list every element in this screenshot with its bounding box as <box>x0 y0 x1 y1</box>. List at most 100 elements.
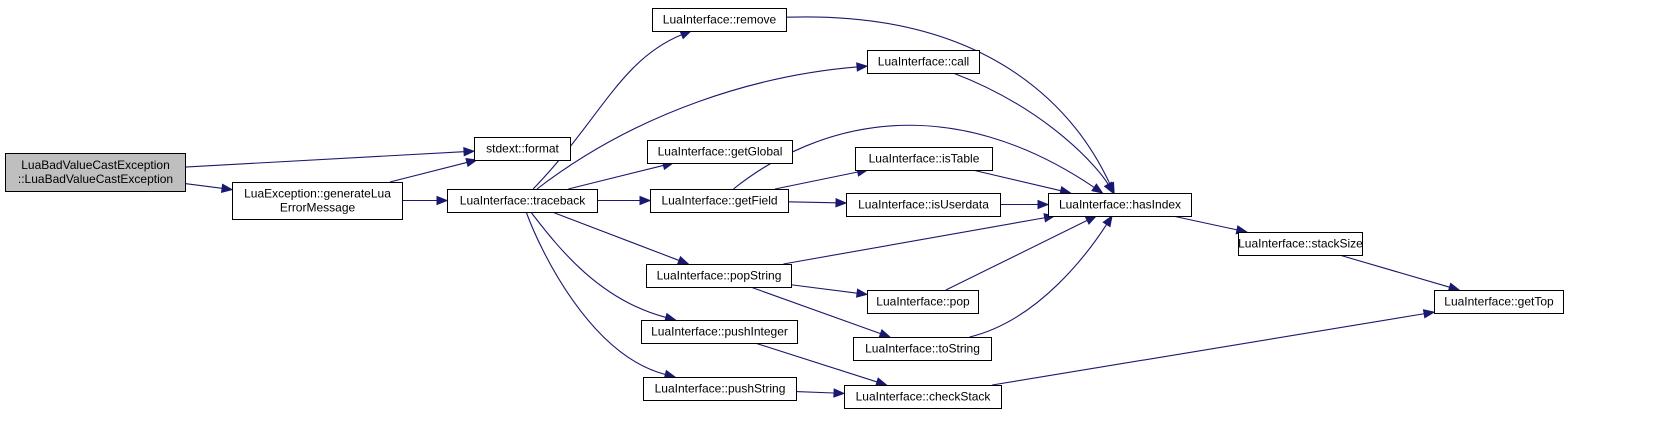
node-checkStack[interactable]: LuaInterface::checkStack <box>844 385 1002 409</box>
edge-ctor-to-genmsg <box>184 183 223 189</box>
edge-pop-to-hasIndex <box>945 219 1088 291</box>
edge-toString-to-hasIndex <box>969 224 1108 338</box>
edge-checkStack-to-getTop <box>992 313 1425 386</box>
node-call[interactable]: LuaInterface::call <box>867 50 980 74</box>
arrowhead-icon <box>878 328 892 338</box>
node-label: LuaInterface::stackSize <box>1238 237 1363 251</box>
edge-getField-to-isUserdata <box>787 201 837 204</box>
arrowhead-icon <box>436 195 449 206</box>
node-label: LuaInterface::pop <box>876 295 970 309</box>
node-remove[interactable]: LuaInterface::remove <box>652 8 787 32</box>
arrowhead-icon <box>1102 214 1113 228</box>
node-label: LuaInterface::call <box>878 55 969 69</box>
node-box[interactable] <box>650 189 789 213</box>
node-label: LuaBadValueCastException <box>21 158 170 172</box>
node-box[interactable] <box>1048 193 1192 217</box>
edge-stackSize-to-getTop <box>1339 254 1450 288</box>
node-label: LuaInterface::isTable <box>869 152 980 166</box>
node-box[interactable] <box>232 182 403 220</box>
edge-ctor-to-format <box>184 151 465 168</box>
arrowhead-icon <box>639 195 652 206</box>
arrowhead-icon <box>855 288 869 298</box>
node-traceback[interactable]: LuaInterface::traceback <box>447 189 598 213</box>
node-box[interactable] <box>647 140 793 164</box>
arrowhead-icon <box>1447 282 1461 292</box>
node-pop[interactable]: LuaInterface::pop <box>867 290 979 314</box>
edge-traceback-to-pushString <box>525 211 666 376</box>
edge-popString-to-pop <box>790 284 858 294</box>
edge-hasIndex-to-stackSize <box>1172 215 1238 231</box>
node-getGlobal[interactable]: LuaInterface::getGlobal <box>647 140 793 164</box>
arrowhead-icon <box>875 377 888 387</box>
arrowhead-icon <box>833 388 846 398</box>
arrowhead-icon <box>856 62 869 72</box>
edge-traceback-to-remove <box>532 34 682 190</box>
node-label: stdext::format <box>486 142 559 156</box>
node-stackSize[interactable]: LuaInterface::stackSize <box>1238 232 1363 256</box>
arrowhead-icon <box>679 30 693 40</box>
node-layer: LuaBadValueCastException::LuaBadValueCas… <box>5 8 1564 409</box>
node-box[interactable] <box>846 193 1001 217</box>
node-box[interactable] <box>844 385 1002 409</box>
node-toString[interactable]: LuaInterface::toString <box>853 337 992 361</box>
arrowhead-icon <box>676 255 690 265</box>
arrowhead-icon <box>220 183 234 193</box>
node-label: LuaInterface::pushInteger <box>651 325 788 339</box>
node-box[interactable] <box>853 337 992 361</box>
node-label: ::LuaBadValueCastException <box>18 172 173 186</box>
node-box[interactable] <box>643 377 797 401</box>
arrowhead-icon <box>465 157 478 168</box>
edge-pushString-to-checkStack <box>795 390 835 394</box>
node-label: LuaInterface::traceback <box>460 194 586 208</box>
node-box[interactable] <box>652 8 787 32</box>
node-box[interactable] <box>1238 232 1363 256</box>
node-label: LuaInterface::getGlobal <box>658 145 783 159</box>
node-label: LuaInterface::remove <box>663 13 777 27</box>
node-isTable[interactable]: LuaInterface::isTable <box>855 147 993 171</box>
node-label: LuaInterface::hasIndex <box>1059 198 1181 212</box>
node-label: LuaInterface::getTop <box>1444 295 1554 309</box>
node-popString[interactable]: LuaInterface::popString <box>646 264 792 288</box>
edge-pushInteger-to-checkStack <box>754 342 878 383</box>
edge-remove-to-hasIndex <box>785 16 1111 185</box>
edge-popString-to-hasIndex <box>783 217 1045 265</box>
node-label: LuaInterface::toString <box>865 342 980 356</box>
node-getField[interactable]: LuaInterface::getField <box>650 189 789 213</box>
node-label: LuaInterface::isUserdata <box>858 198 989 212</box>
edge-genmsg-to-format <box>389 161 468 183</box>
node-label: LuaInterface::getField <box>661 194 777 208</box>
node-box[interactable] <box>641 320 798 344</box>
node-isUserdata[interactable]: LuaInterface::isUserdata <box>846 193 1001 217</box>
node-label: LuaInterface::checkStack <box>856 390 992 404</box>
node-label: LuaException::generateLua <box>244 187 391 201</box>
arrowhead-icon <box>1037 199 1050 210</box>
node-box[interactable] <box>447 189 598 213</box>
node-box[interactable] <box>855 147 993 171</box>
arrowhead-icon <box>835 198 848 208</box>
node-box[interactable] <box>867 50 980 74</box>
arrowhead-icon <box>463 146 476 157</box>
edge-isTable-to-hasIndex <box>972 169 1061 192</box>
node-label: ErrorMessage <box>280 201 356 215</box>
edge-layer <box>184 16 1461 398</box>
edge-traceback-to-getGlobal <box>568 164 664 190</box>
node-hasIndex[interactable]: LuaInterface::hasIndex <box>1048 193 1192 217</box>
edge-traceback-to-pushInteger <box>530 211 667 318</box>
node-format[interactable]: stdext::format <box>474 137 571 161</box>
node-label: LuaInterface::pushString <box>655 382 786 396</box>
edge-call-to-hasIndex <box>952 72 1109 185</box>
node-box[interactable] <box>474 137 571 161</box>
node-box[interactable] <box>5 153 186 192</box>
node-box[interactable] <box>1434 290 1564 314</box>
node-pushInteger[interactable]: LuaInterface::pushInteger <box>641 320 798 344</box>
arrowhead-icon <box>1091 183 1104 194</box>
node-pushString[interactable]: LuaInterface::pushString <box>643 377 797 401</box>
node-box[interactable] <box>646 264 792 288</box>
arrowhead-icon <box>1422 309 1436 319</box>
node-ctor[interactable]: LuaBadValueCastException::LuaBadValueCas… <box>5 153 186 192</box>
arrowhead-icon <box>1084 215 1098 225</box>
node-box[interactable] <box>867 290 979 314</box>
node-getTop[interactable]: LuaInterface::getTop <box>1434 290 1564 314</box>
